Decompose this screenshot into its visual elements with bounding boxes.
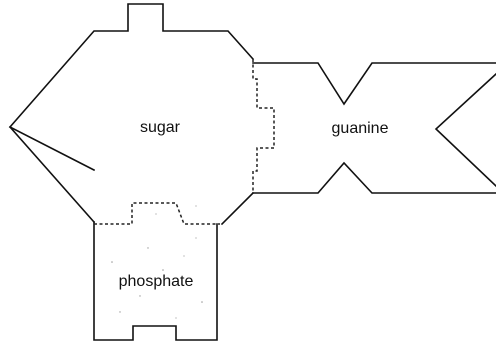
- sugar-shape: [8, 3, 275, 226]
- phosphate-label: phosphate: [119, 273, 194, 290]
- phosphate-left-edge: [93, 221, 218, 341]
- phosphate-shape: [93, 202, 220, 341]
- sugar-label: sugar: [140, 119, 181, 136]
- guanine-top-edge: [252, 62, 496, 106]
- phosphate-sugar-bond: [94, 202, 220, 225]
- sugar-outline: [8, 3, 255, 172]
- guanine-bottom-edge: [252, 161, 496, 194]
- guanine-right-notch: [434, 72, 496, 188]
- sugar-outline-lower: [220, 191, 255, 226]
- guanine-shape: [252, 62, 496, 194]
- scan-noise: [111, 205, 203, 319]
- sugar-base-bond: [252, 59, 275, 193]
- sugar-outline-left-lower: [8, 125, 96, 224]
- guanine-label: guanine: [332, 120, 389, 137]
